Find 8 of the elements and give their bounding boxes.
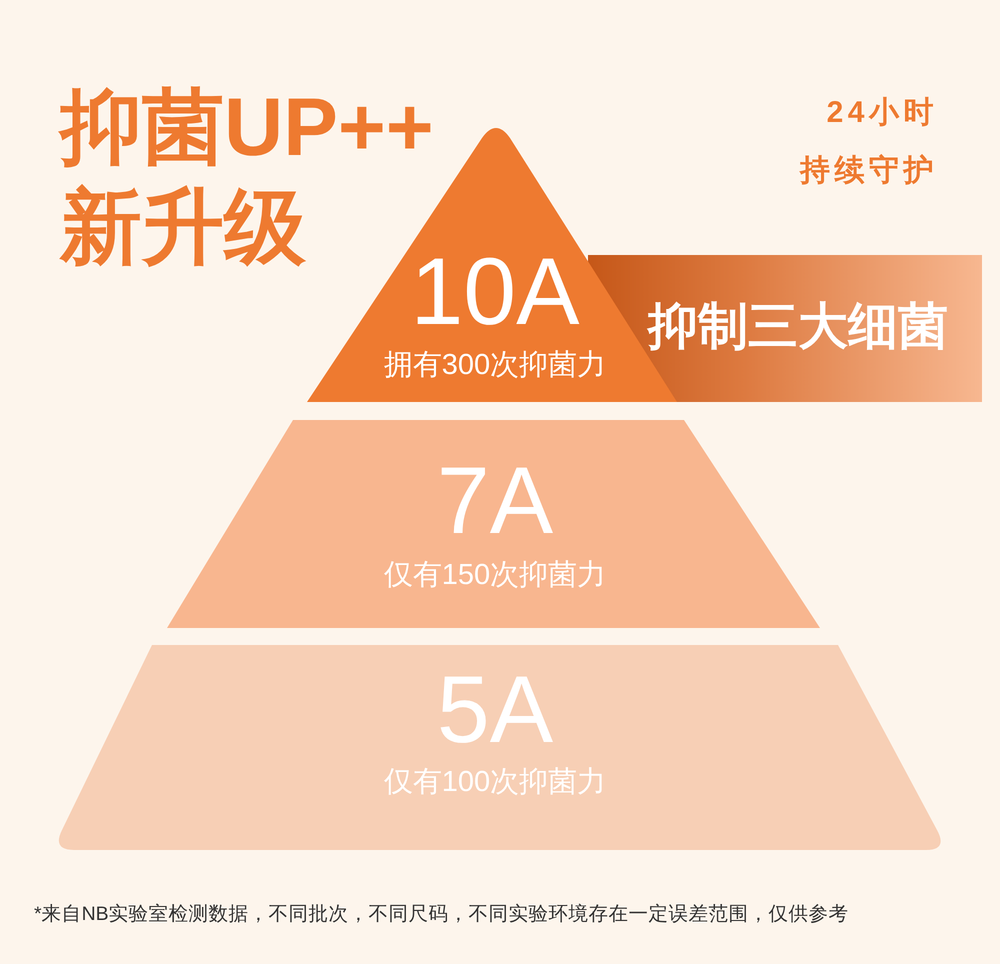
grade-text: 5A (436, 656, 554, 765)
banner-text: 抑制三大细菌 (648, 297, 948, 356)
description-text: 拥有300次抑菌力 (384, 348, 606, 382)
grade-text: 7A (436, 447, 554, 556)
footnote-text: *来自NB实验室检测数据，不同批次，不同尺码，不同实验环境存在一定误差范围，仅供参考 (34, 903, 849, 926)
tagline-text: 24小时持续守护 (798, 95, 938, 189)
description-text: 仅有150次抑菌力 (384, 558, 606, 592)
description-text: 仅有100次抑菌力 (384, 764, 606, 800)
